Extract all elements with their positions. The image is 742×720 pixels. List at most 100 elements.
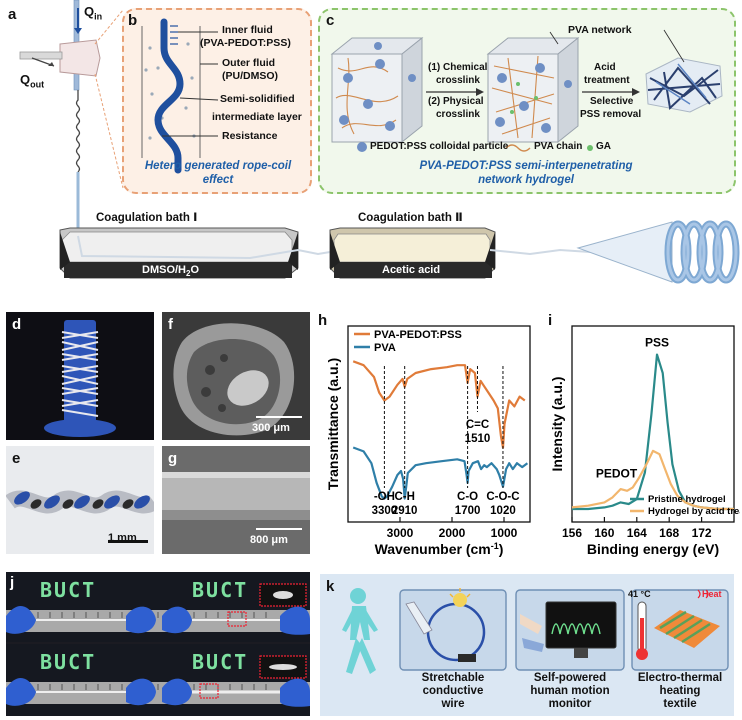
- ftir-x-tick-label: 3000: [387, 526, 414, 540]
- k-heat: Heat: [702, 589, 722, 599]
- k-item1: Stretchable conductive wire: [400, 672, 506, 711]
- k-item2-line2: human motion: [530, 685, 610, 697]
- ftir-annotation-value: 1510: [465, 433, 491, 445]
- j-sign-4: BUCT: [192, 650, 249, 674]
- panel-label-g: g: [168, 450, 178, 467]
- k-item2-line1: Self-powered: [533, 672, 607, 684]
- c-sel2: PSS removal: [580, 109, 642, 120]
- xps-x-tick-label: 160: [594, 526, 614, 540]
- photo-f-drawing: [173, 323, 295, 436]
- k-item3-line1: Electro-thermal: [637, 672, 723, 684]
- bath2-liquid: Acetic acid: [382, 264, 441, 276]
- panel-label-c: c: [326, 12, 335, 29]
- b-outer-fluid: Outer fluid: [222, 57, 276, 69]
- b-caption-1: Hetero generated rope-coil: [144, 160, 292, 172]
- ftir-annotation-label: C=C: [466, 419, 489, 431]
- q-in-sub: in: [94, 11, 103, 22]
- c-pva-network: PVA network: [568, 24, 632, 36]
- c-caption-1: PVA-PEDOT:PSS semi-interpenetrating: [419, 160, 633, 172]
- ftir-ylabel: Transmittance (a.u.): [325, 358, 341, 490]
- j-sign-1: BUCT: [40, 578, 97, 602]
- apparatus-drawing: [19, 0, 740, 284]
- photo-g-drawing: [162, 472, 310, 520]
- c-legend-ga: GA: [596, 141, 611, 152]
- photo-e: [6, 446, 154, 554]
- photo-d: [6, 312, 154, 440]
- xps-peak-label: PEDOT: [596, 466, 638, 480]
- photo-j: BUCT BUCT BUCT BUCT: [6, 572, 310, 716]
- photo-d-drawing: [44, 320, 116, 437]
- k-item1-line3: wire: [441, 698, 465, 710]
- bath1-liquid-b: O: [190, 264, 200, 276]
- xps-xlabel: Binding energy (eV): [587, 541, 719, 557]
- c-step2: (2) Physical: [428, 96, 484, 107]
- f-scale: 300 μm: [252, 422, 290, 434]
- ftir-annotation-value: 3300: [372, 505, 398, 517]
- k-item3-line2: heating: [659, 685, 701, 697]
- b-intermediate: intermediate layer: [212, 111, 302, 123]
- xps-legend-label: Pristine hydrogel: [648, 494, 726, 505]
- xps-x-tick-label: 156: [562, 526, 582, 540]
- b-caption-2: effect: [202, 174, 234, 186]
- b-semi: Semi-solidified: [220, 93, 295, 105]
- ftir-series-line: [352, 360, 526, 449]
- k-item3: Electro-thermal heating textile: [630, 672, 730, 711]
- g-scale: 800 μm: [250, 534, 288, 546]
- k-item1-line1: Stretchable: [421, 672, 485, 684]
- photo-j-drawing: [6, 572, 310, 716]
- j-sign-3: BUCT: [40, 650, 97, 674]
- ftir-frame: [347, 325, 531, 523]
- q-in-label: Qin: [84, 4, 102, 22]
- bath1-liquid-a: DMSO/H: [142, 264, 186, 276]
- panel-label-a: a: [8, 6, 17, 23]
- network-diagram: [330, 29, 723, 152]
- bath2-label: Coagulation bath Ⅱ: [358, 212, 463, 224]
- panel-label-d: d: [12, 316, 22, 333]
- b-inner-fluid-2: (PVA-PEDOT:PSS): [200, 37, 291, 49]
- panel-label-h: h: [318, 312, 328, 329]
- ftir-annotation-value: 1020: [490, 505, 516, 517]
- c-legend-particle: PEDOT:PSS colloidal particle: [370, 141, 509, 152]
- ftir-annotation-value: 1700: [455, 505, 481, 517]
- b-inner-fluid: Inner fluid: [222, 24, 273, 36]
- bath1-liquid: DMSO/H2O: [142, 264, 199, 278]
- b-resistance: Resistance: [222, 130, 278, 142]
- panel-label-e: e: [12, 450, 21, 467]
- g-scale-bar: [256, 528, 302, 530]
- c-step1: (1) Chemical: [428, 62, 488, 73]
- bath1-label: Coagulation bath Ⅰ: [96, 212, 198, 224]
- c-sel1: Selective: [590, 96, 634, 107]
- panel-label-i: i: [548, 312, 553, 329]
- xps-frame: [571, 325, 735, 523]
- xps-legend-label: Hydrogel by acid treatment: [648, 506, 740, 517]
- k-item1-line2: conductive: [422, 685, 484, 697]
- photo-f: [162, 312, 310, 440]
- k-item3-line3: textile: [663, 698, 697, 710]
- e-scale: 1 mm: [108, 532, 137, 544]
- photo-g: [162, 446, 310, 554]
- panel-label-k: k: [326, 578, 335, 595]
- ftir-annotation-value: 2910: [392, 505, 418, 517]
- k-item2: Self-powered human motion monitor: [516, 672, 624, 711]
- panel-label-f: f: [168, 316, 173, 333]
- panel-b-box: [122, 8, 312, 194]
- ftir-annotation-label: C-H: [394, 491, 414, 503]
- ftir-annotation-label: -OH: [374, 491, 395, 503]
- k-item2-line3: monitor: [548, 698, 592, 710]
- xps-x-tick-label: 172: [692, 526, 712, 540]
- xps-x-tick-label: 168: [659, 526, 679, 540]
- q-in-text: Q: [84, 4, 95, 19]
- xps-series-line: [572, 353, 734, 511]
- xps-peak-label: PSS: [645, 336, 669, 350]
- c-step1b: crosslink: [436, 75, 480, 86]
- k-temp: 41 °C: [628, 589, 651, 599]
- xps-ylabel: Intensity (a.u.): [549, 377, 565, 472]
- c-caption-2: network hydrogel: [478, 174, 574, 186]
- q-out-sub: out: [30, 79, 45, 90]
- bath1-liquid-sub: 2: [186, 269, 191, 279]
- c-acid2: treatment: [584, 75, 630, 86]
- q-out-text: Q: [20, 72, 31, 87]
- ftir-annotation-label: C-O: [457, 491, 478, 503]
